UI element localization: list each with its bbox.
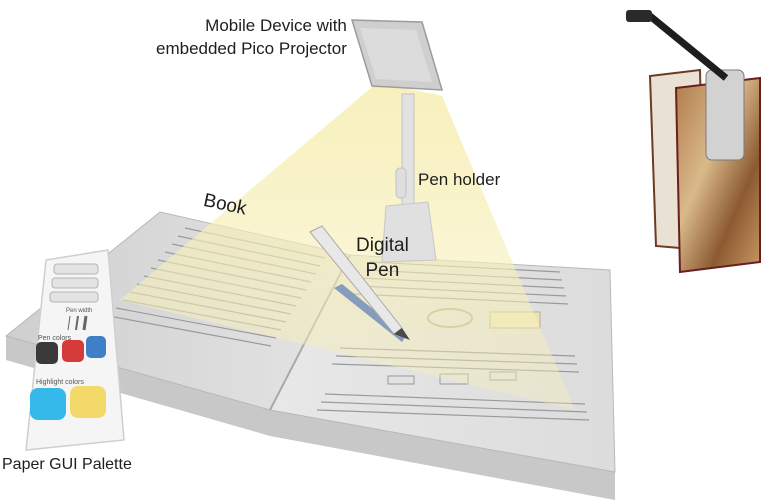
pen-holder-label: Pen holder [418,170,501,189]
palette-pen-width-lines [67,315,88,331]
paper-gui-palette: Pen width Pen colors Highlight colors [25,249,125,451]
pen-color-swatch-blue [86,336,106,358]
pen-holder-clip [395,167,407,199]
photo-device [705,69,745,161]
mobile-device-label-line2: embedded Pico Projector [156,39,347,58]
palette-menu-row-2 [51,277,99,289]
palette-highlight-colors-label: Highlight colors [36,379,84,386]
digital-pen-label: Digital Pen [356,233,409,283]
prototype-photo [626,10,761,274]
palette-pen-width-label: Pen width [66,308,92,314]
highlight-swatch-cyan [30,388,66,420]
palette-menu-row-3 [49,291,99,303]
pen-color-swatch-black [36,342,58,364]
mobile-device-label-line1: Mobile Device with [205,16,347,35]
stand-base [381,201,437,263]
palette-pen-colors-label: Pen colors [38,335,72,342]
device-screen [360,28,432,82]
digital-pen [309,225,410,342]
palette-menu-row-1 [53,263,99,275]
pen-tip [394,328,410,340]
photo-lamp-head [626,10,652,22]
highlight-swatch-yellow [70,386,106,418]
pen-color-swatch-red [62,340,84,362]
photo-arm [647,13,729,81]
projector-beam [120,82,575,410]
page-flow-box-1 [387,375,415,385]
mobile-device [350,19,444,91]
mobile-device-label: Mobile Device with embedded Pico Project… [156,14,347,60]
book-bottom-thickness [6,336,615,500]
digital-pen-label-line1: Digital [356,235,409,256]
paper-gui-palette-label: Paper GUI Palette [2,456,132,473]
digital-pen-label-line2: Pen [365,260,400,281]
pen-holder-stand [381,93,437,263]
